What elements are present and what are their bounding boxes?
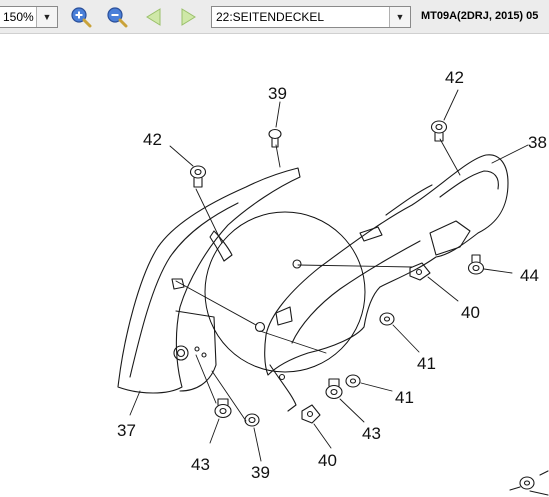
section-value: 22:SEITENDECKEL (216, 10, 325, 24)
callout-39-top: 39 (268, 84, 287, 103)
highlight-circle (204, 211, 366, 373)
nut-40-bottom[interactable] (301, 404, 321, 424)
callout-38: 38 (528, 133, 547, 152)
arrow-left-icon (146, 8, 161, 26)
zoom-in-button[interactable] (70, 6, 92, 28)
washer-41-lower[interactable] (345, 374, 361, 388)
callout-41-lower: 41 (395, 388, 414, 407)
nut-40-right[interactable] (409, 262, 431, 281)
panel-part-38[interactable] (254, 154, 509, 412)
callout-43-right: 43 (362, 424, 381, 443)
callout-44: 44 (520, 266, 539, 285)
callout-43-left: 43 (191, 455, 210, 474)
side-cover-part-37[interactable] (117, 167, 301, 394)
zoom-select[interactable]: 150% ▼ (0, 6, 58, 28)
callout-37: 37 (117, 421, 136, 440)
fastener-42-right[interactable] (430, 120, 448, 142)
callout-40-right: 40 (461, 303, 480, 322)
partial-part-bottom-right (509, 470, 549, 496)
previous-button[interactable] (143, 6, 165, 28)
section-select[interactable]: 22:SEITENDECKEL ▼ (211, 6, 411, 28)
guide-lines (175, 138, 461, 422)
callout-42-right: 42 (445, 68, 464, 87)
callout-39-bottom: 39 (251, 463, 270, 482)
fastener-39-bottom[interactable] (244, 413, 260, 427)
callout-41-upper: 41 (417, 354, 436, 373)
fastener-43-right[interactable] (325, 378, 343, 400)
arrow-right-icon (181, 8, 196, 26)
fastener-39-top[interactable] (268, 128, 282, 148)
washer-41-upper[interactable] (379, 312, 395, 326)
document-label: MT09A(2DRJ, 2015) 05 (421, 10, 539, 22)
callout-40-bottom: 40 (318, 451, 337, 470)
parts-diagram: 42 39 42 38 44 40 41 41 43 37 43 39 40 (117, 68, 549, 496)
fastener-43-left[interactable] (214, 398, 232, 419)
next-button[interactable] (177, 6, 199, 28)
leader-lines (129, 89, 529, 462)
fastener-42-left[interactable] (189, 165, 207, 188)
chevron-down-icon[interactable]: ▼ (389, 7, 410, 27)
chevron-down-icon[interactable]: ▼ (36, 7, 57, 27)
fastener-44[interactable] (467, 254, 485, 275)
callout-42-left: 42 (143, 130, 162, 149)
zoom-value: 150% (3, 10, 34, 24)
toolbar: 150% ▼ 22:SEITENDECKEL ▼ MT09A(2DRJ, 201… (0, 0, 549, 34)
zoom-out-button[interactable] (106, 6, 128, 28)
